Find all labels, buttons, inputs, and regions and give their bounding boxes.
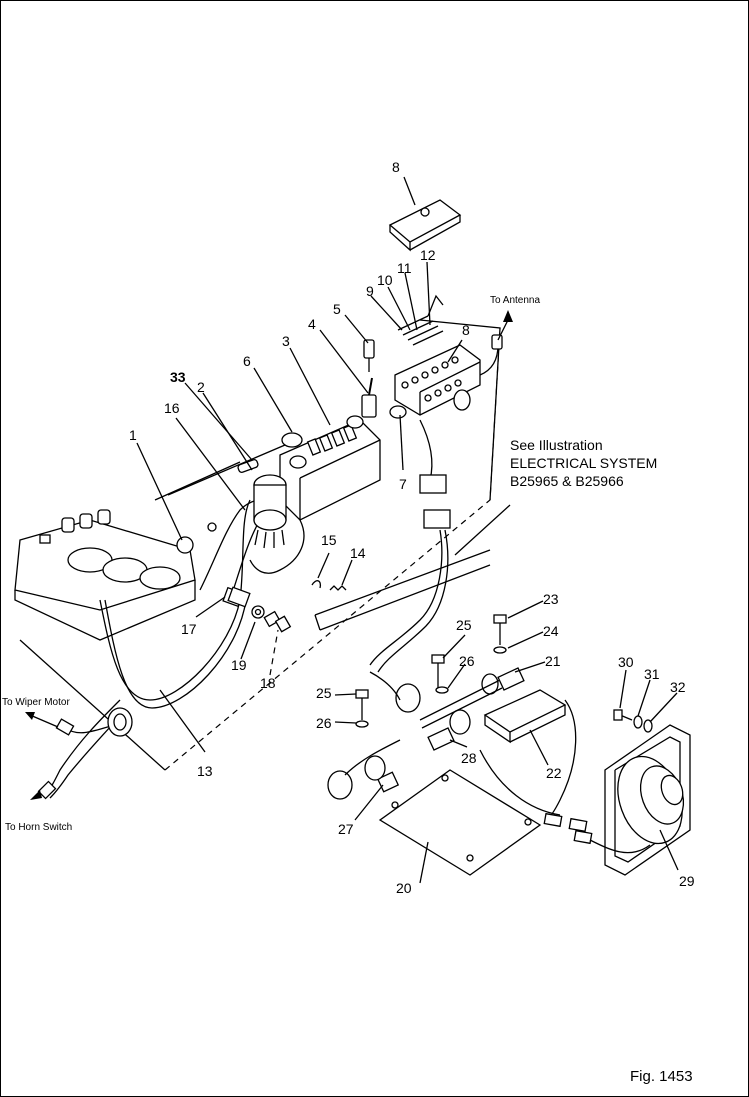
part-label-33: 33 xyxy=(170,369,186,385)
part-label-18: 18 xyxy=(260,675,276,691)
part-label-4: 4 xyxy=(308,316,316,332)
part-label-26-right: 26 xyxy=(459,653,475,669)
part-label-29: 29 xyxy=(679,873,695,889)
part-label-25-left: 25 xyxy=(316,685,332,701)
part-label-12: 12 xyxy=(420,247,436,263)
antenna-arrow-icon xyxy=(503,310,513,322)
instrument-cluster xyxy=(14,509,196,641)
part-label-5: 5 xyxy=(333,301,341,317)
speaker xyxy=(589,709,691,876)
part-label-9: 9 xyxy=(366,283,374,299)
part-label-8-fusebox: 8 xyxy=(462,322,470,338)
part-label-17: 17 xyxy=(181,621,197,637)
connectors-right xyxy=(369,334,503,673)
part-label-16: 16 xyxy=(164,400,180,416)
small-hardware xyxy=(207,522,347,633)
part-labels: 1 2 3 4 5 6 7 8 8 9 10 11 12 13 14 15 16… xyxy=(129,159,695,896)
notes: See Illustration ELECTRICAL SYSTEM B2596… xyxy=(2,295,657,833)
part-label-20: 20 xyxy=(396,880,412,896)
part-label-30: 30 xyxy=(618,654,634,670)
part-label-31: 31 xyxy=(644,666,660,682)
dashboard-panel xyxy=(19,319,501,771)
part-label-24: 24 xyxy=(543,623,559,639)
part-label-10: 10 xyxy=(377,272,393,288)
part-label-22: 22 xyxy=(546,765,562,781)
part-label-1: 1 xyxy=(129,427,137,443)
leader-lines xyxy=(136,176,679,884)
part-label-6: 6 xyxy=(243,353,251,369)
part-label-19: 19 xyxy=(231,657,247,673)
to-antenna-label: To Antenna xyxy=(490,295,540,306)
part-label-11: 11 xyxy=(397,260,412,276)
part-label-3: 3 xyxy=(282,333,290,349)
see-illustration-line3: B25965 & B25966 xyxy=(510,473,624,489)
part-label-25-right: 25 xyxy=(456,617,472,633)
part-label-15: 15 xyxy=(321,532,337,548)
figure-label: Fig. 1453 xyxy=(630,1068,693,1085)
see-illustration-line1: See Illustration xyxy=(510,437,603,453)
part-label-32: 32 xyxy=(670,679,686,695)
see-illustration-line2: ELECTRICAL SYSTEM xyxy=(510,455,657,471)
part-label-21: 21 xyxy=(545,653,561,669)
to-wiper-motor-label: To Wiper Motor xyxy=(2,697,70,708)
part-label-14: 14 xyxy=(350,545,366,561)
toggle-switches xyxy=(361,339,377,418)
part-label-8-cover: 8 xyxy=(392,159,400,175)
part-label-2: 2 xyxy=(197,379,205,395)
part-label-28: 28 xyxy=(461,750,477,766)
part-label-26-left: 26 xyxy=(316,715,332,731)
fuse-box xyxy=(394,294,481,416)
to-horn-switch-label: To Horn Switch xyxy=(5,822,72,833)
part-label-27: 27 xyxy=(338,821,354,837)
switch-panel xyxy=(279,405,407,521)
part-label-23: 23 xyxy=(543,591,559,607)
part-label-13: 13 xyxy=(197,763,213,779)
radio-mount xyxy=(327,614,593,876)
key-switch xyxy=(237,459,287,549)
part-label-7: 7 xyxy=(399,476,407,492)
fuse-box-cover xyxy=(388,199,462,252)
